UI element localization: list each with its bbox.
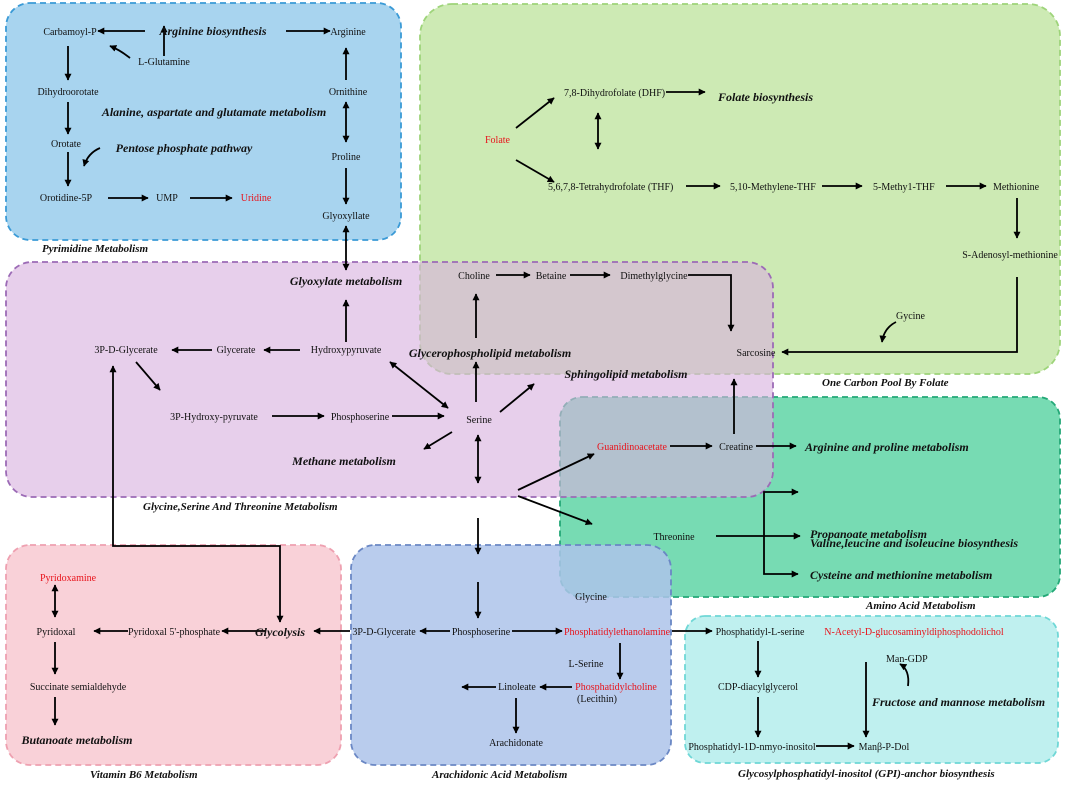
node-methionine: Methionine — [993, 182, 1040, 193]
node-dimethylglycine: Dimethylglycine — [620, 271, 688, 282]
node-creatine: Creatine — [719, 442, 753, 453]
node-carbamoyl-p: Carbamoyl-P — [43, 27, 97, 38]
node-arachidonate: Arachidonate — [489, 738, 543, 749]
region-title-pyrimidine: Pyrimidine Metabolism — [42, 243, 148, 255]
pathway-labels: Arginine biosynthesis Alanine, aspartate… — [20, 24, 1045, 747]
region-title-gpi: Glycosylphosphatidyl-inositol (GPI)-anch… — [738, 768, 995, 780]
node-choline: Choline — [458, 271, 490, 282]
node-dhf: 7,8-Dihydrofolate (DHF) — [564, 88, 665, 99]
node-sarcosine: Sarcosine — [737, 348, 776, 359]
node-glyoxyllate: Glyoxyllate — [322, 211, 370, 222]
node-phosphoserine-2: Phosphoserine — [452, 627, 511, 638]
region-title-glycine: Glycine,Serine And Threonine Metabolism — [143, 501, 338, 513]
node-thf: 5,6,7,8-Tetrahydrofolate (THF) — [548, 182, 673, 193]
node-gycine: Gycine — [896, 311, 925, 322]
node-phosphatidylethanolamine: Phosphatidylethanolamine — [564, 627, 671, 638]
node-phosphatidylcholine: Phosphatidylcholine — [575, 682, 657, 693]
node-ump: UMP — [156, 193, 178, 204]
node-betaine: Betaine — [536, 271, 567, 282]
node-man-gdp: Man-GDP — [886, 654, 928, 665]
pathway-fructose-mannose: Fructose and mannose metabolism — [871, 695, 1045, 709]
pathway-folate-biosynthesis: Folate biosynthesis — [717, 90, 813, 104]
region-title-folate: One Carbon Pool By Folate — [822, 377, 949, 389]
node-serine: Serine — [466, 415, 492, 426]
pathway-propanoate: Propanoate metabolism — [810, 527, 927, 541]
node-hydroxypyruvate: Hydroxypyruvate — [311, 345, 382, 356]
pathway-valine-leucine: Valine,leucine and isoleucine biosynthes… — [810, 536, 1018, 550]
pathway-arginine-biosynthesis: Arginine biosynthesis — [158, 24, 266, 38]
node-pyridoxal-5p: Pyridoxal 5'-phosphate — [128, 627, 221, 638]
pathway-pentose-phosphate: Pentose phosphate pathway — [116, 141, 253, 155]
pathway-methane: Methane metabolism — [291, 454, 396, 468]
node-orotate: Orotate — [51, 139, 82, 150]
node-succinate-semialdehyde: Succinate semialdehyde — [30, 682, 127, 693]
node-3p-hydroxy-pyruvate: 3P-Hydroxy-pyruvate — [170, 412, 258, 423]
node-proline: Proline — [332, 152, 361, 163]
node-guanidinoacetate: Guanidinoacetate — [597, 442, 668, 453]
arachidonic-acid-region — [350, 544, 672, 766]
node-uridine: Uridine — [241, 193, 272, 204]
metabolite-nodes: Carbamoyl-P L-Glutamine Arginine Dihydro… — [30, 27, 1059, 753]
node-3p-d-glycerate-2: 3P-D-Glycerate — [352, 627, 416, 638]
node-l-glutamine: L-Glutamine — [138, 57, 190, 68]
node-pyridoxamine: Pyridoxamine — [40, 573, 97, 584]
node-phosphatidyl-l-serine: Phosphatidyl-L-serine — [716, 627, 805, 638]
node-glycine: Glycine — [575, 592, 607, 603]
reaction-arrows — [51, 25, 1021, 750]
pathway-butanoate: Butanoate metabolism — [20, 733, 132, 747]
node-phosphoserine: Phosphoserine — [331, 412, 390, 423]
node-lecithin: (Lecithin) — [577, 694, 617, 705]
pathway-arginine-proline: Arginine and proline metabolism — [804, 440, 969, 454]
node-methyl-thf: 5-Methy1-THF — [873, 182, 935, 193]
node-glycerate: Glycerate — [217, 345, 256, 356]
node-sam: S-Adenosyl-methionine — [962, 250, 1058, 261]
node-nacetyl-glucosaminyl: N-Acetyl-D-glucosaminyldiphosphodolichol — [824, 627, 1004, 638]
node-orotidine-5p: Orotidine-5P — [40, 193, 93, 204]
pathway-glycolysis: Glycolysis — [255, 625, 305, 639]
pathway-glycerophospholipid: Glycerophospholipid metabolism — [409, 346, 571, 360]
pathway-alanine-aspartate: Alanine, aspartate and glutamate metabol… — [101, 105, 326, 119]
node-methylene-thf: 5,10-Methylene-THF — [730, 182, 816, 193]
pathway-sphingolipid: Sphingolipid metabolism — [564, 367, 687, 381]
region-title-arachidonic: Arachidonic Acid Metabolism — [431, 769, 568, 781]
node-arginine: Arginine — [330, 27, 366, 38]
region-title-vitamin: Vitamin B6 Metabolism — [90, 769, 198, 781]
node-threonine: Threonine — [653, 532, 695, 543]
pathway-cysteine-methionine: Cysteine and methionine metabolism — [810, 568, 992, 582]
gpi-anchor-region — [684, 615, 1059, 764]
node-ornithine: Ornithine — [329, 87, 368, 98]
region-title-amino: Amino Acid Metabolism — [865, 600, 976, 612]
node-phosphatidyl-inositol: Phosphatidyl-1D-nmyo-inositol — [688, 742, 815, 753]
node-folate: Folate — [485, 135, 511, 146]
pathway-glyoxylate: Glyoxylate metabolism — [290, 274, 402, 288]
node-3p-d-glycerate: 3P-D-Glycerate — [94, 345, 158, 356]
pyrimidine-region — [5, 2, 402, 241]
node-l-serine: L-Serine — [569, 659, 605, 670]
node-cdp-diacylglycerol: CDP-diacylglycerol — [718, 682, 798, 693]
node-dihydroorotate: Dihydroorotate — [37, 87, 99, 98]
node-man-p-dol: Manβ-P-Dol — [859, 742, 910, 753]
node-linoleate: Linoleate — [498, 682, 536, 693]
node-pyridoxal: Pyridoxal — [37, 627, 76, 638]
